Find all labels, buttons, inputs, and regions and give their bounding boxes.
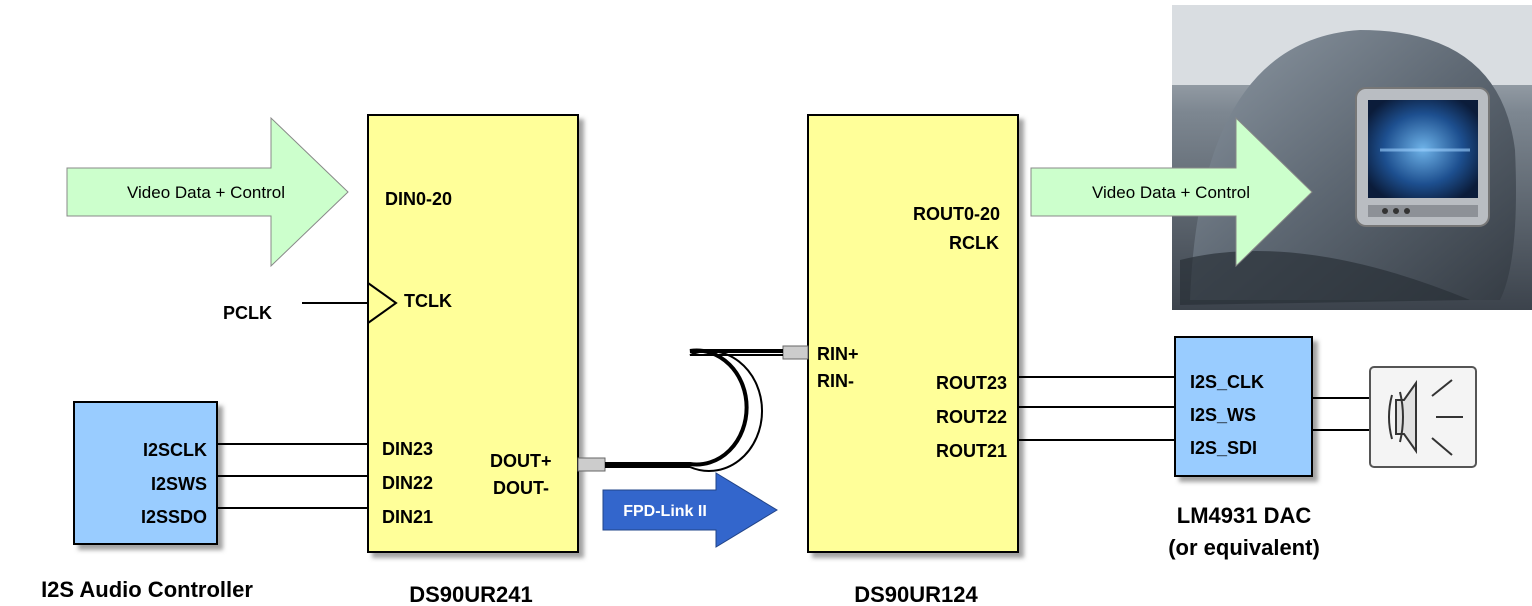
fpd-link-cable — [578, 346, 808, 471]
deserializer-block: ROUT0-20 RCLK RIN+ RIN- ROUT23 ROUT22 RO… — [808, 115, 1018, 552]
i2sws-label: I2SWS — [151, 474, 207, 494]
i2sclk-label: I2SCLK — [143, 440, 207, 460]
din23-label: DIN23 — [382, 439, 433, 459]
rout21-label: ROUT21 — [936, 441, 1007, 461]
rout23-label: ROUT23 — [936, 373, 1007, 393]
dac-title-line2: (or equivalent) — [1168, 535, 1320, 560]
audio-controller-title: I2S Audio Controller — [41, 577, 253, 602]
rout22-label: ROUT22 — [936, 407, 1007, 427]
dac-title-line1: LM4931 DAC — [1177, 503, 1312, 528]
deserializer-title: DS90UR124 — [854, 582, 978, 606]
i2s-input-lines — [217, 444, 368, 508]
pclk-label: PCLK — [223, 303, 272, 323]
video-data-label-left: Video Data + Control — [127, 183, 285, 202]
video-data-label-right: Video Data + Control — [1092, 183, 1250, 202]
rout0-20-label: ROUT0-20 — [913, 204, 1000, 224]
din0-20-label: DIN0-20 — [385, 189, 452, 209]
i2s-clk-label: I2S_CLK — [1190, 372, 1264, 392]
rin-plus-label: RIN+ — [817, 344, 859, 364]
fpd-link-label: FPD-Link II — [623, 503, 707, 520]
serializer-title: DS90UR241 — [409, 582, 533, 606]
rclk-label: RCLK — [949, 233, 999, 253]
i2s-output-lines — [1018, 377, 1175, 440]
speaker-icon — [1370, 367, 1476, 467]
din22-label: DIN22 — [382, 473, 433, 493]
din21-label: DIN21 — [382, 507, 433, 527]
dout-minus-label: DOUT- — [493, 478, 549, 498]
video-data-arrow-left: Video Data + Control — [67, 118, 348, 266]
serializer-block: DIN0-20 TCLK DIN23 DIN22 DIN21 DOUT+ DOU… — [368, 115, 578, 552]
i2s-ws-label: I2S_WS — [1190, 405, 1256, 425]
i2s-sdi-label: I2S_SDI — [1190, 438, 1257, 458]
dac-block: I2S_CLK I2S_WS I2S_SDI — [1175, 337, 1312, 476]
fpd-link-arrow: FPD-Link II — [603, 473, 777, 547]
dout-plus-label: DOUT+ — [490, 451, 552, 471]
speaker-lines — [1312, 398, 1370, 430]
i2ssdo-label: I2SSDO — [141, 507, 207, 527]
audio-controller-block: I2SCLK I2SWS I2SSDO — [74, 402, 217, 544]
rin-minus-label: RIN- — [817, 371, 854, 391]
headrest-display-photo — [1172, 5, 1532, 310]
tclk-label: TCLK — [404, 291, 452, 311]
